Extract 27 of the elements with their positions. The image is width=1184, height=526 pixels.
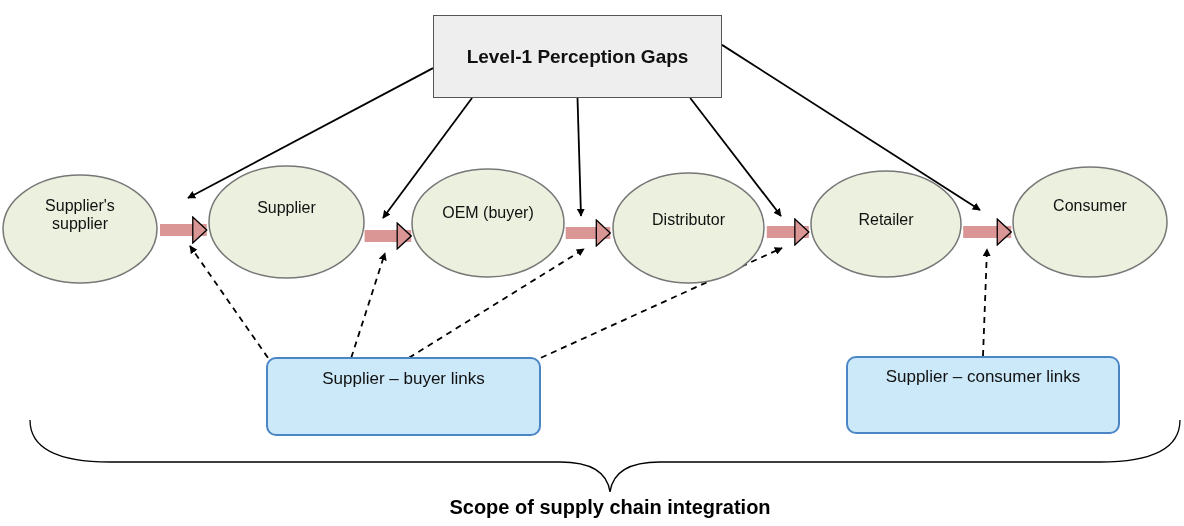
node-label: Consumer xyxy=(1053,197,1127,215)
arrow xyxy=(187,67,434,199)
node-label: Supplier xyxy=(257,199,316,217)
node-label: OEM (buyer) xyxy=(442,204,534,222)
title-box xyxy=(433,15,722,98)
node-label: Retailer xyxy=(858,211,914,229)
node-label: Distributor xyxy=(652,211,725,229)
arrow xyxy=(576,97,585,217)
dashed-arrow xyxy=(189,245,269,359)
block-arrow xyxy=(766,218,810,246)
link-box xyxy=(266,357,541,436)
block-arrow xyxy=(963,218,1012,246)
dashed-arrow xyxy=(540,247,783,359)
node-label: Supplier – buyer links xyxy=(322,368,485,389)
node-label: Supplier – consumer links xyxy=(885,367,1081,387)
arrow xyxy=(721,44,981,211)
dashed-arrow xyxy=(982,248,991,357)
block-arrow xyxy=(565,219,611,247)
scope-caption: Scope of supply chain integration xyxy=(448,496,772,519)
dashed-arrow xyxy=(408,248,585,359)
arrow xyxy=(382,97,473,219)
title-text: Level-1 Perception Gaps xyxy=(466,45,689,68)
arrow xyxy=(689,97,782,217)
dashed-arrow xyxy=(350,252,387,359)
link-box xyxy=(846,356,1120,434)
block-arrow xyxy=(364,222,412,250)
node-label: Supplier's supplier xyxy=(44,197,116,233)
